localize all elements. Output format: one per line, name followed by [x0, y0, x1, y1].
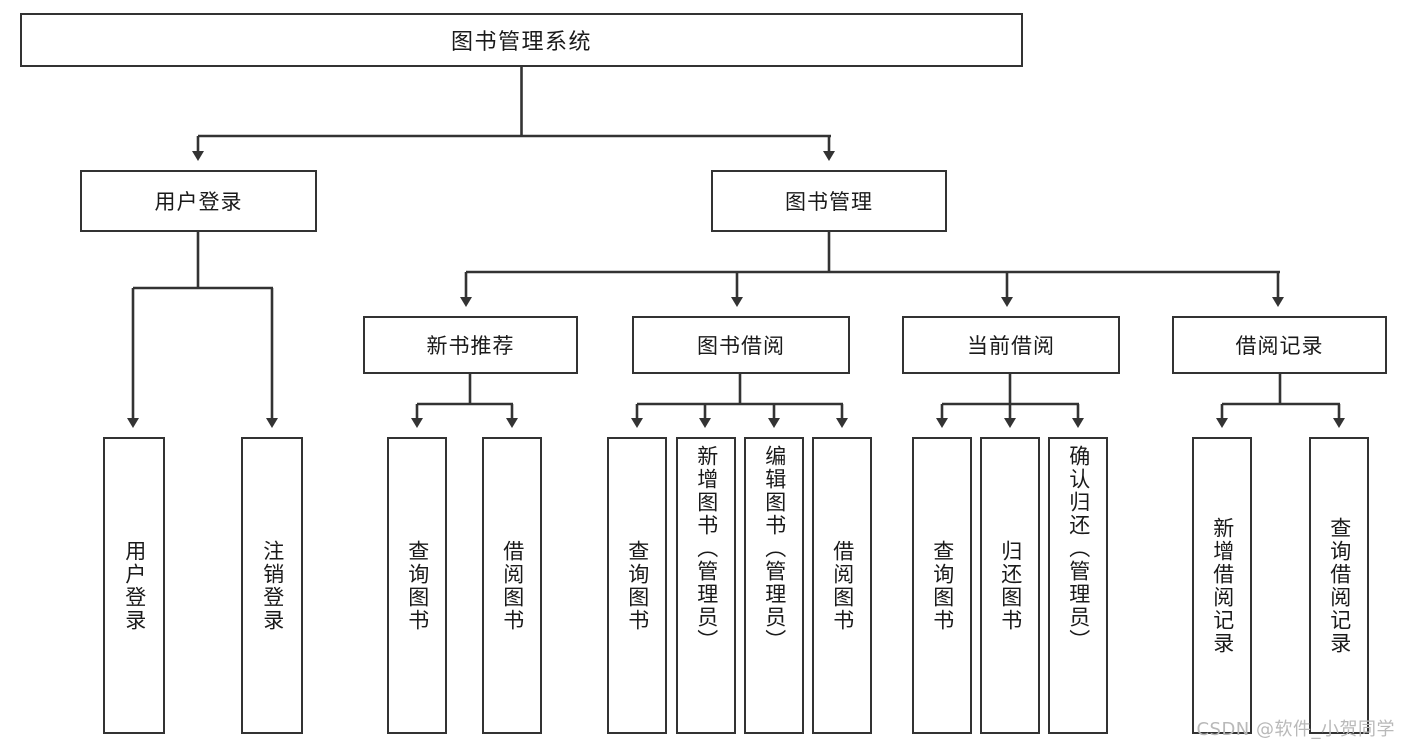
- leaf-label: 查询图书: [405, 539, 430, 632]
- leaf-user-login-user-login[interactable]: 用户登录: [103, 437, 165, 734]
- leaf-label: 编辑图书（管理员）: [762, 445, 787, 652]
- leaf-current-borrow-query-book[interactable]: 查询图书: [912, 437, 972, 734]
- node-borrow-record[interactable]: 借阅记录: [1172, 316, 1387, 374]
- node-label: 当前借阅: [967, 334, 1055, 358]
- node-root-book-management-system[interactable]: 图书管理系统: [20, 13, 1023, 67]
- leaf-label: 新增借阅记录: [1210, 516, 1235, 655]
- leaf-book-borrow-borrow-book[interactable]: 借阅图书: [812, 437, 872, 734]
- node-label: 图书借阅: [697, 334, 785, 358]
- node-book-borrow[interactable]: 图书借阅: [632, 316, 850, 374]
- node-label: 新书推荐: [426, 334, 515, 358]
- leaf-new-book-rec-query-book[interactable]: 查询图书: [387, 437, 447, 734]
- leaf-label: 新增图书（管理员）: [694, 445, 719, 652]
- leaf-book-borrow-add-book-admin[interactable]: 新增图书（管理员）: [676, 437, 736, 734]
- node-current-borrow[interactable]: 当前借阅: [902, 316, 1120, 374]
- node-new-book-recommend[interactable]: 新书推荐: [363, 316, 578, 374]
- leaf-label: 归还图书: [998, 539, 1023, 632]
- leaf-borrow-record-add-record[interactable]: 新增借阅记录: [1192, 437, 1252, 734]
- node-label: 用户登录: [154, 190, 243, 214]
- leaf-book-borrow-edit-book-admin[interactable]: 编辑图书（管理员）: [744, 437, 804, 734]
- leaf-borrow-record-query-record[interactable]: 查询借阅记录: [1309, 437, 1369, 734]
- leaf-label: 查询图书: [625, 539, 650, 632]
- leaf-label: 借阅图书: [500, 539, 525, 632]
- node-label: 图书管理: [785, 190, 873, 214]
- leaf-book-borrow-query-book[interactable]: 查询图书: [607, 437, 667, 734]
- leaf-user-login-logout[interactable]: 注销登录: [241, 437, 303, 734]
- leaf-label: 用户登录: [122, 539, 147, 632]
- leaf-current-borrow-confirm-return-admin[interactable]: 确认归还（管理员）: [1048, 437, 1108, 734]
- leaf-label: 查询借阅记录: [1327, 516, 1352, 655]
- leaf-label: 确认归还（管理员）: [1066, 445, 1091, 652]
- csdn-watermark: CSDN @软件_小贺同学: [1196, 719, 1395, 740]
- leaf-label: 查询图书: [930, 539, 955, 632]
- leaf-label: 注销登录: [260, 539, 285, 632]
- leaf-current-borrow-return-book[interactable]: 归还图书: [980, 437, 1040, 734]
- leaf-label: 借阅图书: [830, 539, 855, 632]
- node-user-login[interactable]: 用户登录: [80, 170, 317, 232]
- node-label: 图书管理系统: [450, 30, 592, 55]
- node-book-management[interactable]: 图书管理: [711, 170, 947, 232]
- leaf-new-book-rec-borrow-book[interactable]: 借阅图书: [482, 437, 542, 734]
- node-label: 借阅记录: [1235, 334, 1324, 358]
